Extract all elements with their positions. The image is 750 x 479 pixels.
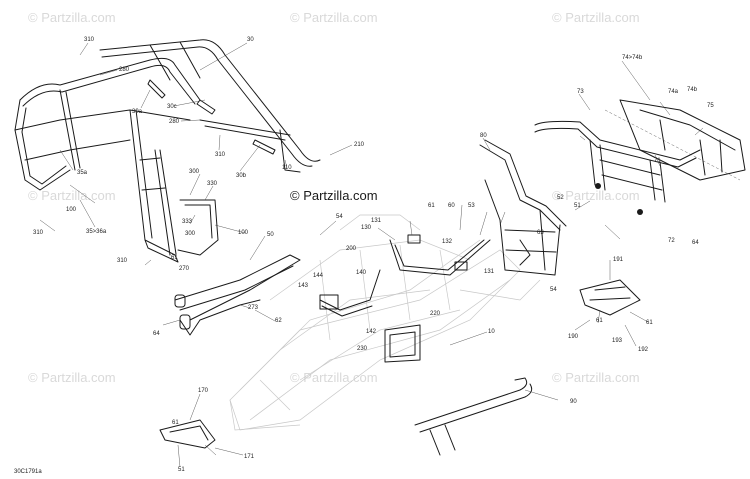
bracket-220 [384,324,421,363]
callout-label: 51 [574,203,581,209]
callout-label: 74b [687,87,698,93]
callout-label: 51 [178,467,185,473]
callout-label: 193 [612,338,623,344]
callout-label: 273 [248,305,259,311]
callout-label: 333 [182,219,193,225]
callout-labels: 310 280 30 30a 30c 280 310 30b 110 210 3… [33,37,714,473]
bracket-170 [159,419,216,449]
callout-label: 210 [354,142,365,148]
callout-label: 54 [550,287,557,293]
watermark-text: © Partzilla.com [28,370,116,385]
callout-label: 61 [171,255,178,261]
callout-label: 230 [357,346,368,352]
watermarks: © Partzilla.com © Partzilla.com © Partzi… [28,10,640,385]
callout-label: 30c [167,104,177,110]
callout-label: 90 [570,399,577,405]
front-bumper [534,120,701,215]
callout-label: 61 [596,318,603,324]
leader-lines [39,42,704,468]
callout-label: 74>74b [622,55,643,61]
callout-label: 61 [172,420,179,426]
callout-label: 100 [238,230,249,236]
callout-label: 171 [244,454,255,460]
callout-label: 300 [185,231,196,237]
callout-label: 71 [654,158,661,164]
callout-label: 100 [66,207,77,213]
callout-label: 64 [153,331,160,337]
callout-label: 142 [366,329,377,335]
bracket-190 [579,279,641,316]
callout-label: 75 [707,103,714,109]
callout-label: 74a [668,89,679,95]
watermark-text: © Partzilla.com [28,188,116,203]
callout-label: 280 [119,67,130,73]
watermark-text: © Partzilla.com [552,370,640,385]
bar-130 [389,234,491,276]
callout-label: 191 [613,257,624,263]
fastener [637,209,643,215]
callout-label: 310 [215,152,226,158]
callout-label: 30a [132,109,143,115]
front-frame [479,139,567,276]
callout-label: 200 [346,246,357,252]
callout-label: 60 [448,203,455,209]
callout-label: 35>36a [86,229,107,235]
callout-label: 143 [298,283,309,289]
roll-bar [99,39,321,173]
callout-label: 310 [33,230,44,236]
callout-label: 63 [537,230,544,236]
callout-label: 30b [236,173,247,179]
callout-label: 50 [267,232,274,238]
callout-label: 280 [169,119,180,125]
callout-label: 144 [313,273,324,279]
callout-label: 35a [77,170,88,176]
watermark-text: © Partzilla.com [290,10,378,25]
callout-label: 192 [638,347,649,353]
callout-label: 80 [480,133,487,139]
callout-label: 330 [207,181,218,187]
rear-cage [14,57,201,263]
callout-label: 300 [189,169,200,175]
watermark-text: © Partzilla.com [552,188,640,203]
callout-label: 52 [557,195,564,201]
callout-label: 130 [361,225,372,231]
callout-label: 131 [371,218,382,224]
roll-bar-brackets [147,79,276,256]
diagram-code: 30C1791a [14,469,42,475]
watermark-center: © Partzilla.com [290,188,378,203]
callout-label: 270 [179,266,190,272]
callout-label: 220 [430,311,441,317]
callout-label: 61 [646,320,653,326]
skid-plate [604,99,746,181]
callout-label: 61 [428,203,435,209]
callout-label: 54 [336,214,343,220]
callout-label: 10 [488,329,495,335]
callout-label: 310 [84,37,95,43]
callout-label: 64 [692,240,699,246]
lower-tube-90 [414,377,533,456]
callout-label: 110 [282,165,292,171]
callout-label: 310 [117,258,128,264]
callout-label: 132 [442,239,453,245]
watermark-text: © Partzilla.com [290,370,378,385]
link-140 [319,269,381,317]
callout-label: 62 [275,318,282,324]
callout-label: 131 [484,269,495,275]
callout-label: 73 [577,89,584,95]
fastener [595,183,601,189]
callout-label: 30 [247,37,254,43]
callout-label: 72 [668,238,675,244]
callout-label: 190 [568,334,579,340]
watermark-text: © Partzilla.com [28,10,116,25]
support-50 [174,254,301,336]
watermark-text: © Partzilla.com [552,10,640,25]
callout-label: 53 [468,203,475,209]
callout-label: 140 [356,270,367,276]
callout-label: 170 [198,388,209,394]
